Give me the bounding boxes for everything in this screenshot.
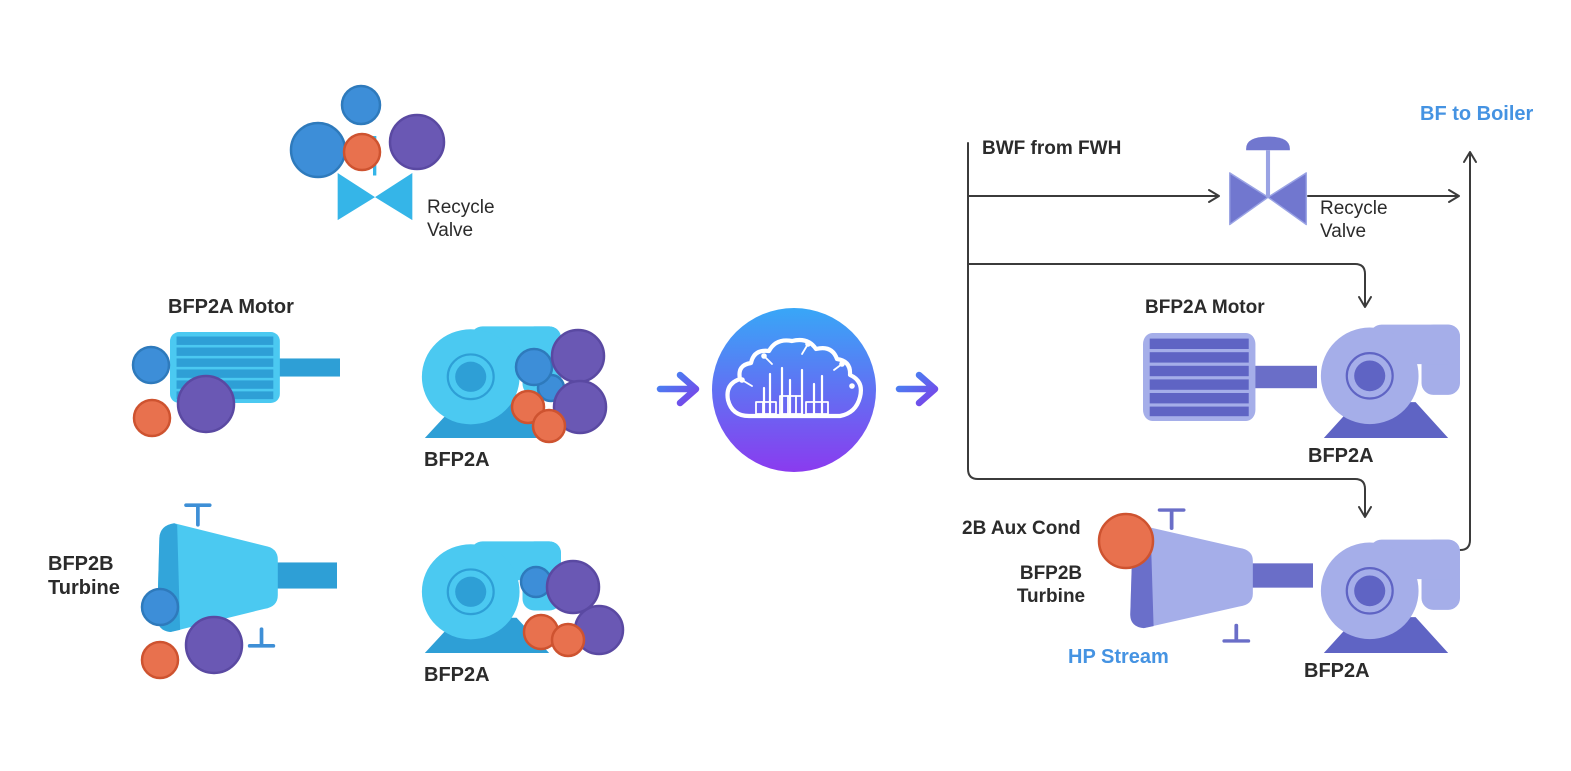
flow-line-to-pump-a bbox=[967, 263, 1372, 308]
right-pump-bottom-label: BFP2A bbox=[1304, 660, 1370, 682]
left-recycle-valve-label: Recycle Valve bbox=[427, 197, 495, 242]
right-motor-label: BFP2A Motor bbox=[1145, 297, 1265, 318]
anomaly-dots bbox=[289, 84, 446, 179]
cloud-badge bbox=[712, 308, 876, 472]
right-recycle-valve-label: Recycle Valve bbox=[1320, 198, 1388, 243]
bwf-from-fwh-label: BWF from FWH bbox=[982, 138, 1122, 159]
anomaly-dots bbox=[131, 345, 236, 438]
left-pump-bottom-label: BFP2A bbox=[424, 664, 490, 686]
left-turbine-label: BFP2B Turbine bbox=[48, 553, 120, 600]
anomaly-dots bbox=[519, 559, 625, 658]
bf-to-boiler-label: BF to Boiler bbox=[1420, 103, 1534, 125]
right-panel-artwork bbox=[967, 136, 1477, 653]
center-transform bbox=[656, 308, 939, 472]
right-turbine-label: BFP2B Turbine bbox=[1016, 563, 1086, 608]
flow-line-to-boiler bbox=[1459, 151, 1477, 551]
right-pump-top-label: BFP2A bbox=[1308, 445, 1374, 467]
motor-icon bbox=[1143, 333, 1317, 421]
aux-cond-dot bbox=[1097, 512, 1155, 570]
pump-icon bbox=[1320, 324, 1460, 438]
left-pump-top-label: BFP2A bbox=[424, 449, 490, 471]
left-motor-label: BFP2A Motor bbox=[168, 296, 294, 318]
anomaly-dots bbox=[510, 328, 608, 444]
valve-icon bbox=[1229, 136, 1307, 225]
right-arrow-icon bbox=[656, 371, 700, 407]
turbine-icon bbox=[157, 505, 337, 646]
flow-lines bbox=[967, 142, 1477, 551]
aux-cond-label: 2B Aux Cond bbox=[962, 518, 1081, 539]
flow-line-header bbox=[967, 142, 1372, 518]
left-panel-artwork bbox=[131, 84, 625, 680]
hp-stream-label: HP Stream bbox=[1068, 646, 1169, 668]
cloud-plant-icon bbox=[725, 337, 863, 419]
right-arrow-icon bbox=[895, 371, 939, 407]
pump-icon bbox=[1320, 539, 1460, 653]
turbine-icon bbox=[1130, 510, 1313, 641]
anomaly-dots bbox=[140, 587, 244, 680]
